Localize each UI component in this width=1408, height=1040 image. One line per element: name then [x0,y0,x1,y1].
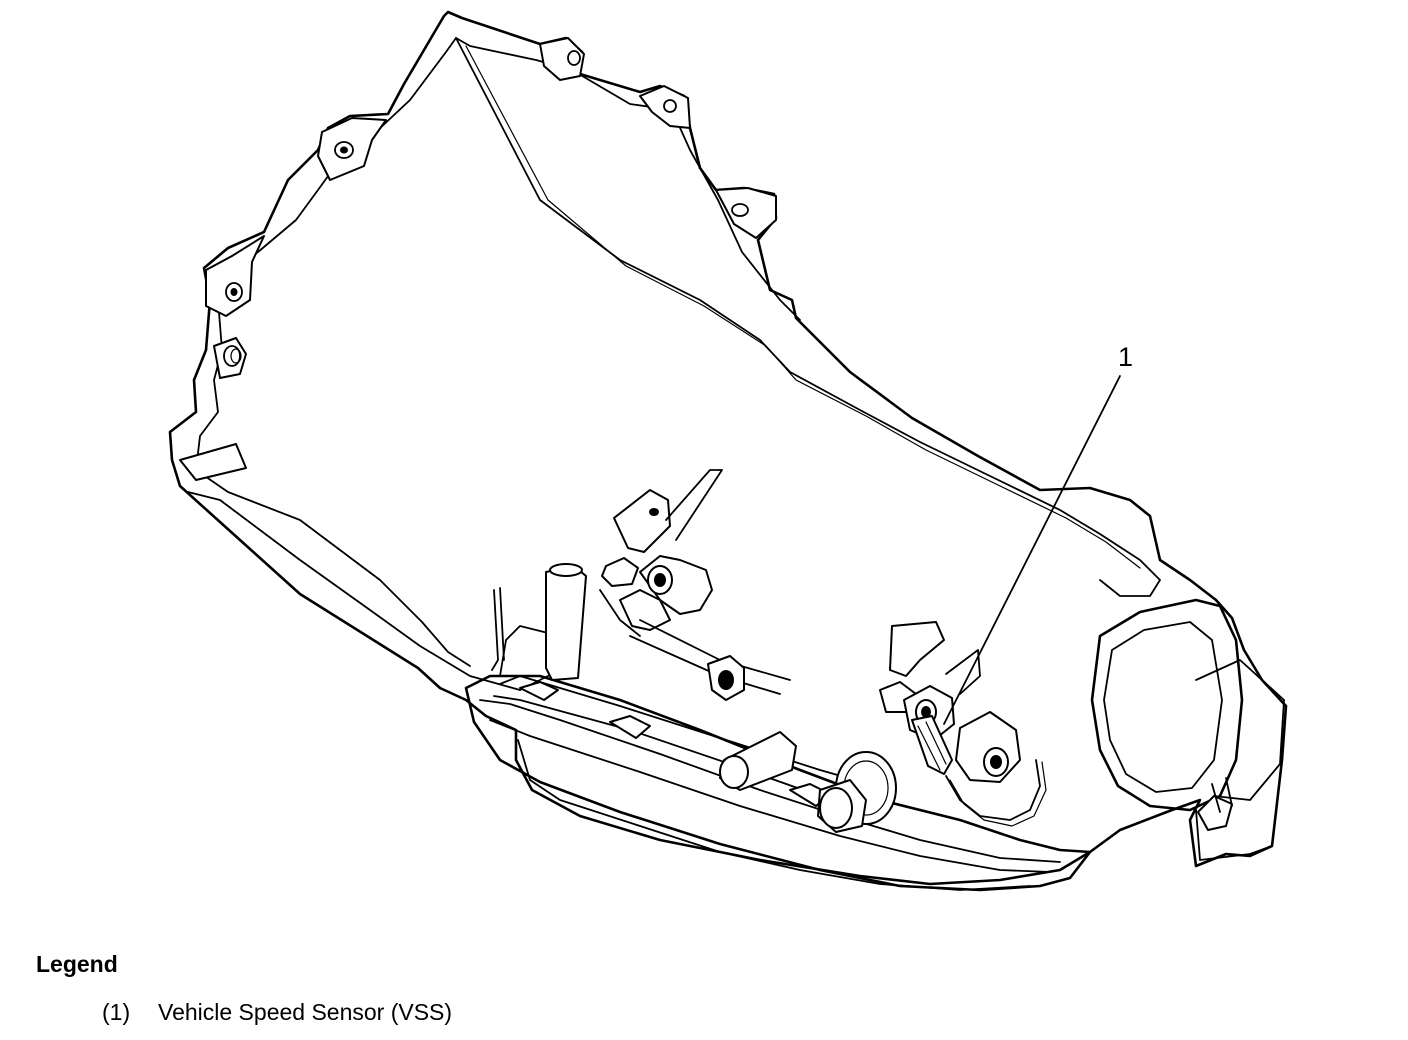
legend-item-label: Vehicle Speed Sensor (VSS) [158,999,453,1025]
extension-housing [1090,598,1285,861]
oil-pan-outline [464,674,1092,892]
oil-pan-bottom [517,739,1031,891]
bell-housing-rim-inner [465,45,1141,569]
manual-shaft [719,731,797,791]
mounting-boss-upper-right [639,85,691,129]
callout-1-number: 1 [1118,342,1133,372]
rear-clip [1197,777,1233,831]
legend-item-id: (1) [102,999,131,1025]
callout-1-leader [943,375,1121,725]
fill-tube [545,563,587,681]
mounting-boss-left-upper [317,117,387,181]
mounting-boss-left-lower [213,337,247,379]
sensor-port [955,711,1021,783]
oil-pan-flange [479,699,1061,873]
mounting-boss-top [539,37,585,81]
output-bearing [817,751,897,833]
linkage-rod [629,619,791,701]
mounting-boss-left-middle [205,235,265,317]
left-clip-wire [491,587,505,671]
legend-item: (1) Vehicle Speed Sensor (VSS) [102,998,936,1026]
mounting-boss-right [715,187,777,239]
legend-title: Legend [36,951,118,977]
valve-body-rail [493,675,891,813]
shift-linkage-bracket [599,469,723,637]
vehicle-speed-sensor [911,715,1047,827]
legend: Legend (1) Vehicle Speed Sensor (VSS) [36,950,936,1026]
mounting-tab-left-bottom [179,443,247,481]
bell-housing-inner-flange [195,37,801,667]
bell-housing-rim [455,37,1161,597]
transmission-diagram: 1 [168,10,1288,892]
case-lower-edge [187,491,521,691]
